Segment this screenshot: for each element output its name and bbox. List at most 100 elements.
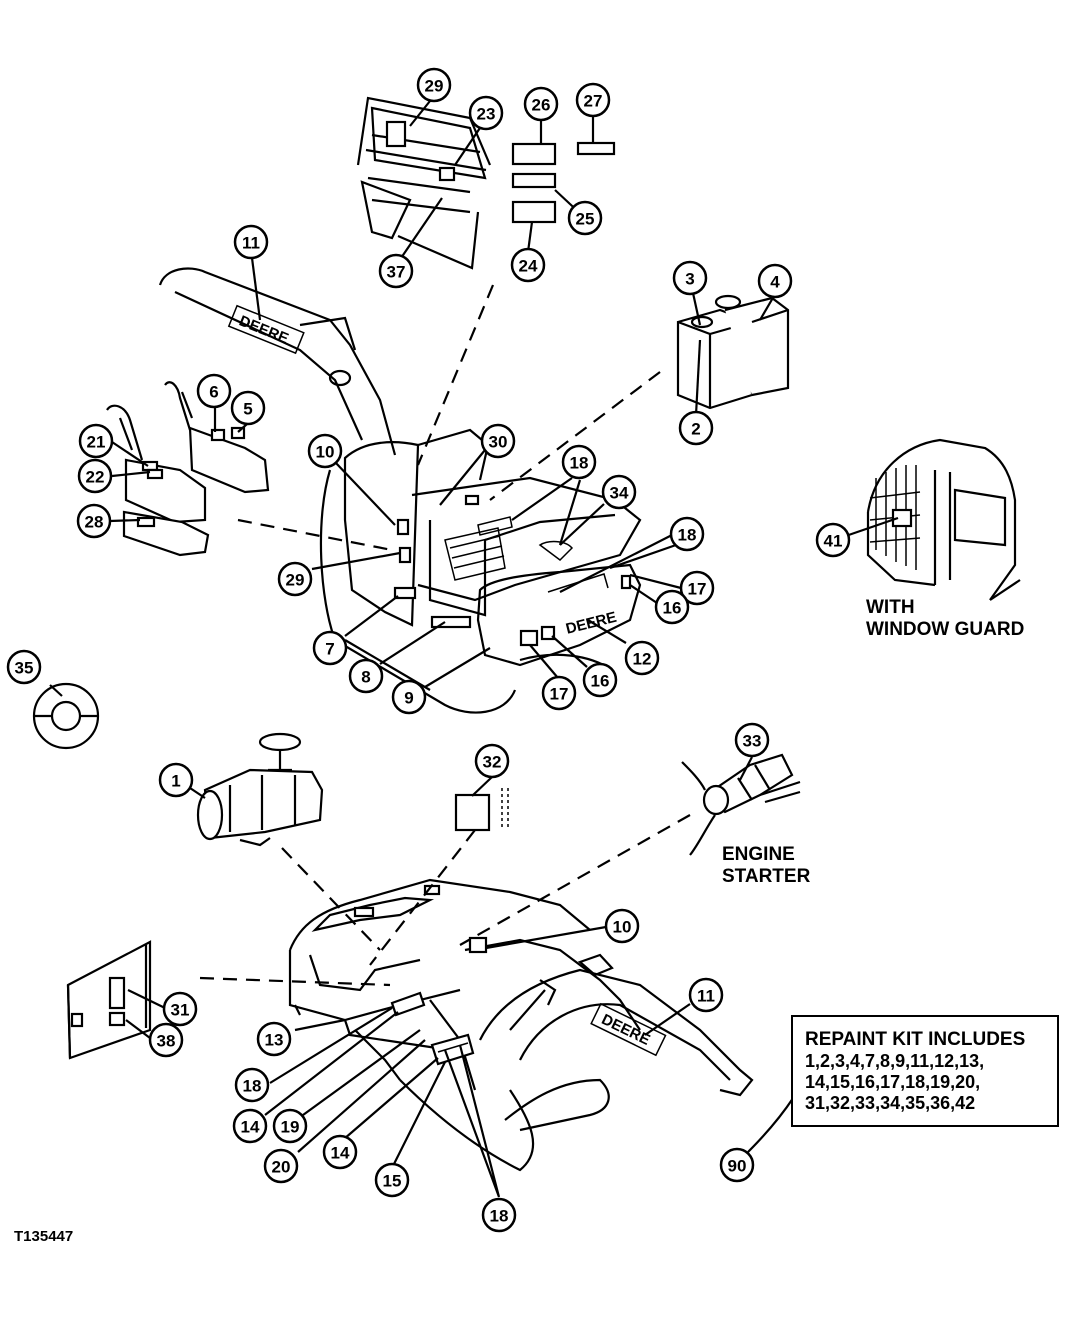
svg-text:31: 31 (171, 1001, 190, 1020)
svg-text:4: 4 (770, 273, 780, 292)
callout-23: 23 (468, 95, 504, 131)
svg-text:14: 14 (331, 1144, 350, 1163)
svg-text:11: 11 (697, 987, 715, 1006)
repaint-kit-title: REPAINT KIT INCLUDES (805, 1029, 1026, 1050)
callout-29: 29 (416, 67, 452, 103)
callout-14-b: 14 (322, 1134, 358, 1170)
callout-16-a: 16 (654, 589, 690, 625)
engine-starter-label-line2: STARTER (722, 866, 811, 887)
figure-id: T135447 (14, 1228, 74, 1245)
repaint-kit-line-2: 14,15,16,17,18,19,20, (805, 1072, 981, 1092)
callout-13: 13 (256, 1021, 292, 1057)
callout-90: 90 (719, 1147, 755, 1183)
callout-3: 3 (672, 260, 708, 296)
callout-21: 21 (78, 423, 114, 459)
callout-9: 9 (391, 679, 427, 715)
excavator-top-view: DEERE DEERE (158, 267, 642, 714)
decal-26 (511, 142, 557, 166)
decal-32 (454, 793, 491, 832)
svg-text:18: 18 (570, 454, 589, 473)
decal-27 (576, 141, 616, 156)
callout-27: 27 (575, 82, 611, 118)
callout-12: 12 (624, 640, 660, 676)
callout-28: 28 (76, 503, 112, 539)
repaint-kit-line-1: 1,2,3,4,7,8,9,11,12,13, (805, 1051, 985, 1071)
engine-starter-label-line1: ENGINE (722, 844, 795, 865)
svg-text:12: 12 (633, 650, 652, 669)
repaint-kit-line-3: 31,32,33,34,35,36,42 (805, 1093, 976, 1113)
leader-lines (49, 95, 899, 1198)
batteries (676, 294, 790, 410)
svg-text:3: 3 (685, 270, 694, 289)
callout-29-b: 29 (277, 561, 313, 597)
svg-text:2: 2 (691, 420, 700, 439)
window-guard-label-line2: WINDOW GUARD (866, 619, 1024, 640)
svg-text:7: 7 (325, 640, 334, 659)
callout-25: 25 (567, 200, 603, 236)
callout-17-b: 17 (541, 675, 577, 711)
callout-30: 30 (480, 423, 516, 459)
svg-text:38: 38 (157, 1032, 176, 1051)
svg-text:11: 11 (242, 234, 260, 253)
callout-22: 22 (77, 458, 113, 494)
callout-26: 26 (523, 86, 559, 122)
svg-text:17: 17 (688, 580, 707, 599)
svg-text:29: 29 (425, 77, 444, 96)
svg-text:15: 15 (383, 1172, 402, 1191)
callout-41: 41 (815, 522, 851, 558)
svg-text:10: 10 (316, 443, 335, 462)
callout-20: 20 (263, 1148, 299, 1184)
svg-text:27: 27 (584, 92, 603, 111)
cab-with-window-guard (866, 438, 1021, 601)
repaint-kit-box: REPAINT KIT INCLUDES 1,2,3,4,7,8,9,11,12… (791, 1015, 1059, 1127)
callout-10-b: 10 (604, 908, 640, 944)
callout-18-d: 18 (481, 1197, 517, 1233)
svg-text:23: 23 (477, 105, 496, 124)
decal-24 (511, 200, 557, 224)
svg-text:19: 19 (281, 1118, 300, 1137)
callout-18-b: 18 (669, 516, 705, 552)
svg-text:16: 16 (591, 672, 610, 691)
svg-text:18: 18 (678, 526, 697, 545)
callout-18-a: 18 (561, 444, 597, 480)
svg-text:33: 33 (743, 732, 762, 751)
callout-11-b: 11 (688, 977, 724, 1013)
svg-text:17: 17 (550, 685, 569, 704)
callout-6: 6 (196, 373, 232, 409)
callout-37: 37 (378, 253, 414, 289)
callout-8: 8 (348, 658, 384, 694)
window-decal-panel (356, 96, 492, 270)
callout-33: 33 (734, 722, 770, 758)
svg-text:8: 8 (361, 668, 370, 687)
svg-text:25: 25 (576, 210, 595, 229)
callout-17-a: 17 (679, 570, 715, 606)
svg-text:6: 6 (209, 383, 218, 402)
svg-text:5: 5 (243, 400, 252, 419)
callout-24: 24 (510, 247, 546, 283)
callout-2: 2 (678, 410, 714, 446)
svg-text:32: 32 (483, 753, 502, 772)
svg-text:90: 90 (728, 1157, 747, 1176)
svg-text:18: 18 (490, 1207, 509, 1226)
svg-text:9: 9 (404, 689, 413, 708)
callout-4: 4 (757, 263, 793, 299)
muffler (196, 732, 324, 847)
callout-32: 32 (474, 743, 510, 779)
callout-15: 15 (374, 1162, 410, 1198)
svg-text:16: 16 (663, 599, 682, 618)
callout-38: 38 (148, 1022, 184, 1058)
svg-text:26: 26 (532, 96, 551, 115)
boom-decal-text: DEERE (237, 312, 291, 347)
svg-text:34: 34 (610, 484, 629, 503)
callout-34: 34 (601, 474, 637, 510)
callout-31: 31 (162, 991, 198, 1027)
decal-25 (511, 172, 557, 189)
callout-35: 35 (6, 649, 42, 685)
svg-text:22: 22 (86, 468, 105, 487)
svg-text:13: 13 (265, 1031, 284, 1050)
svg-text:1: 1 (171, 772, 180, 791)
svg-text:35: 35 (15, 659, 34, 678)
callout-14-a: 14 (232, 1108, 268, 1144)
